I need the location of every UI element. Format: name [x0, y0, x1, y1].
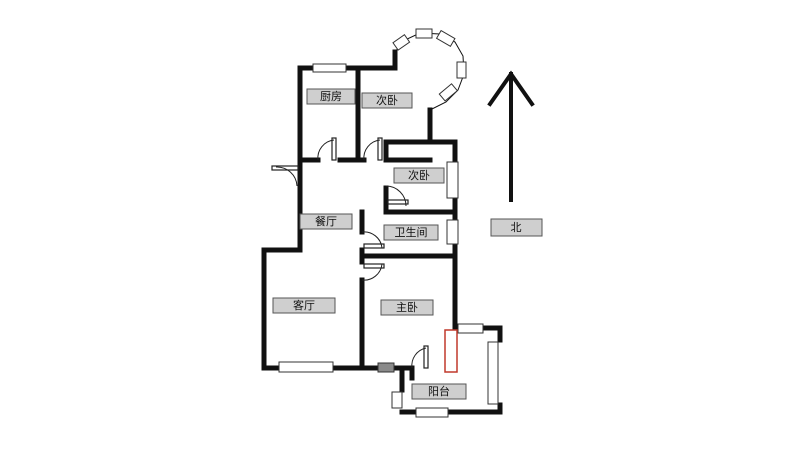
room-label-dining-room-text: 餐厅: [315, 214, 337, 228]
wall-dining-left: [261, 157, 303, 371]
east-bedroom-window: [446, 161, 459, 199]
room-label-balcony-text: 阳台: [428, 384, 450, 398]
north-compass: 北: [487, 70, 543, 237]
master-bedroom-sliding-door: [444, 329, 458, 373]
room-label-master-bedroom: 主卧: [380, 299, 434, 316]
north-bedroom-door: [363, 137, 383, 161]
room-label-kitchen: 厨房: [306, 88, 356, 105]
north-label: 北: [511, 221, 522, 234]
wall-balcony-left: [399, 365, 415, 393]
balcony-window-bottom: [415, 407, 449, 418]
balcony-door: [411, 345, 429, 369]
room-label-kitchen-text: 厨房: [320, 90, 342, 103]
room-label-second-bedroom-east: 次卧: [393, 167, 445, 184]
wall-north-bedroom: [355, 49, 398, 71]
room-label-bathroom-text: 卫生间: [395, 225, 428, 239]
room-label-living-room-text: 客厅: [293, 298, 315, 312]
room-label-balcony: 阳台: [411, 383, 467, 400]
room-label-bathroom: 卫生间: [383, 224, 439, 241]
room-label-second-bedroom-north: 次卧: [361, 92, 413, 109]
room-labels: 厨房 次卧 次卧 餐厅 卫生间 客厅 主卧 阳台: [272, 88, 467, 400]
room-label-second-bedroom-east-text: 次卧: [408, 168, 430, 182]
balcony-window-right: [487, 341, 499, 405]
room-label-living-room: 客厅: [272, 297, 336, 314]
bathroom-window: [446, 219, 459, 245]
kitchen-window: [312, 63, 347, 73]
walls: [261, 49, 503, 415]
room-label-dining-room: 餐厅: [299, 213, 353, 230]
entry-door: [271, 165, 299, 187]
wall-balcony: [399, 325, 503, 415]
east-bedroom-door: [385, 185, 409, 207]
living-room-vent: [377, 362, 395, 373]
room-label-master-bedroom-text: 主卧: [396, 301, 418, 314]
kitchen-door: [317, 137, 337, 161]
doors: [271, 137, 429, 369]
room-label-second-bedroom-north-text: 次卧: [376, 93, 398, 107]
windows: [278, 63, 499, 418]
master-bedroom-door: [361, 263, 385, 281]
bay-window: [392, 28, 467, 111]
wall-north-block: [297, 65, 361, 163]
balcony-window-top: [457, 323, 484, 334]
bathroom-door: [361, 231, 385, 249]
north-arrow-icon: [487, 70, 535, 202]
living-room-window: [278, 361, 334, 373]
balcony-window-left: [391, 391, 403, 409]
